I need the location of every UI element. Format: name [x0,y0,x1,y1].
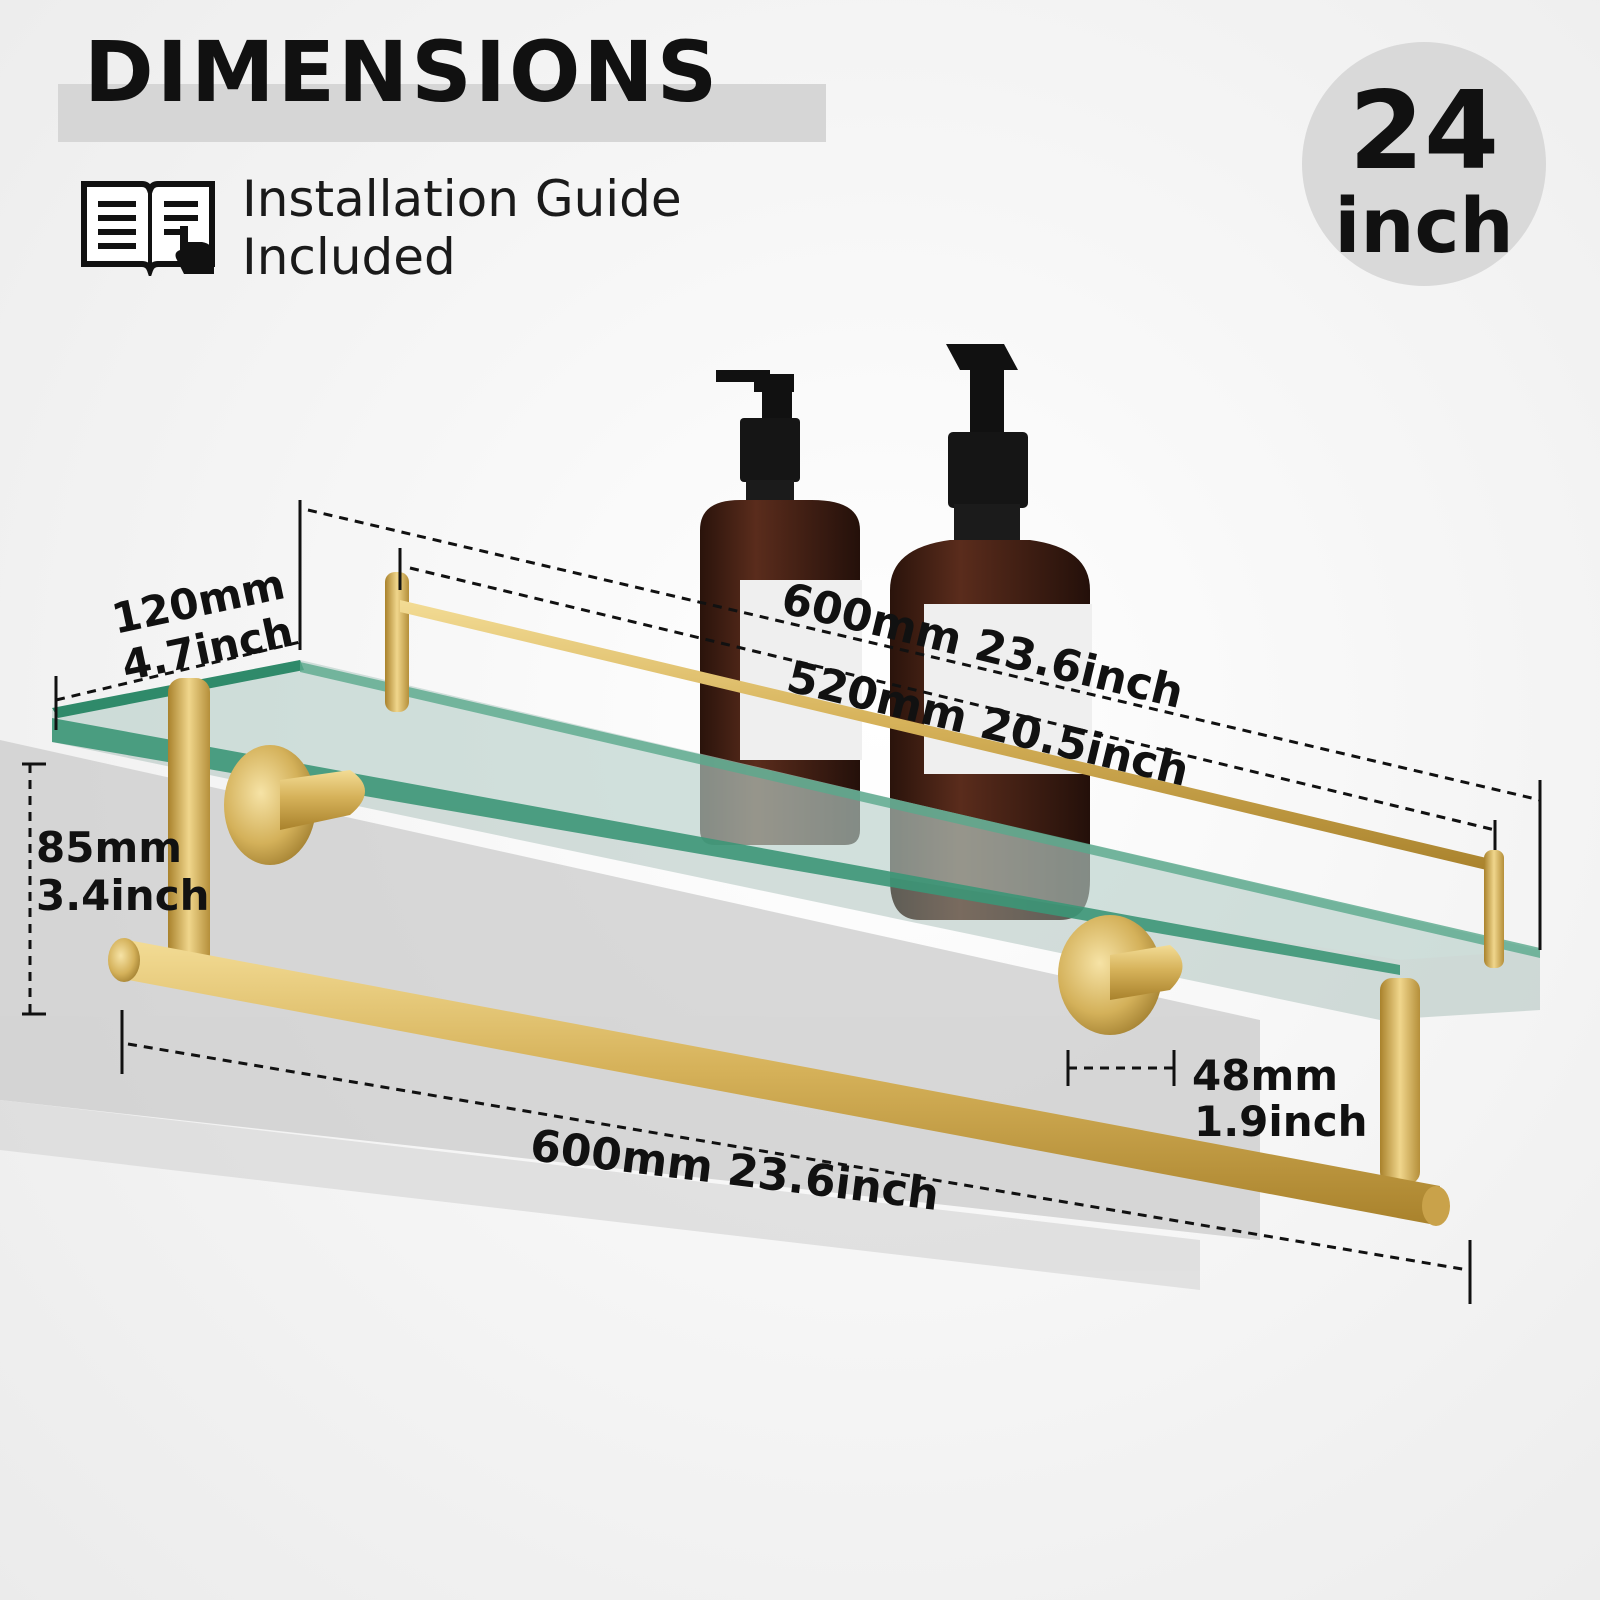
guide-line-2: Included [242,228,456,286]
towel-bar [108,678,1450,1226]
height-inch-label: 3.4inch [36,871,210,920]
soap-bottle-right [890,344,1092,920]
glass-shelf [52,660,1540,1020]
dimension-lines [22,500,1542,1304]
mount-mm-label: 48mm [1192,1051,1338,1100]
page-title: DIMENSIONS [84,23,721,121]
installation-guide-note: Installation Guide Included [242,170,682,286]
guide-line-1: Installation Guide [242,170,682,228]
height-mm-label: 85mm [36,823,182,872]
back-rail [385,572,1504,968]
mount-inch-label: 1.9inch [1194,1097,1368,1146]
wall-mount-left [224,745,365,865]
size-badge-unit: inch [1334,181,1514,270]
manual-book-icon [81,181,215,276]
soap-bottle-left [700,370,862,845]
wall-mount-right [1058,915,1183,1035]
size-badge-number: 24 [1348,69,1500,194]
size-badge: 24 inch [1302,42,1546,286]
title-band [58,84,826,142]
